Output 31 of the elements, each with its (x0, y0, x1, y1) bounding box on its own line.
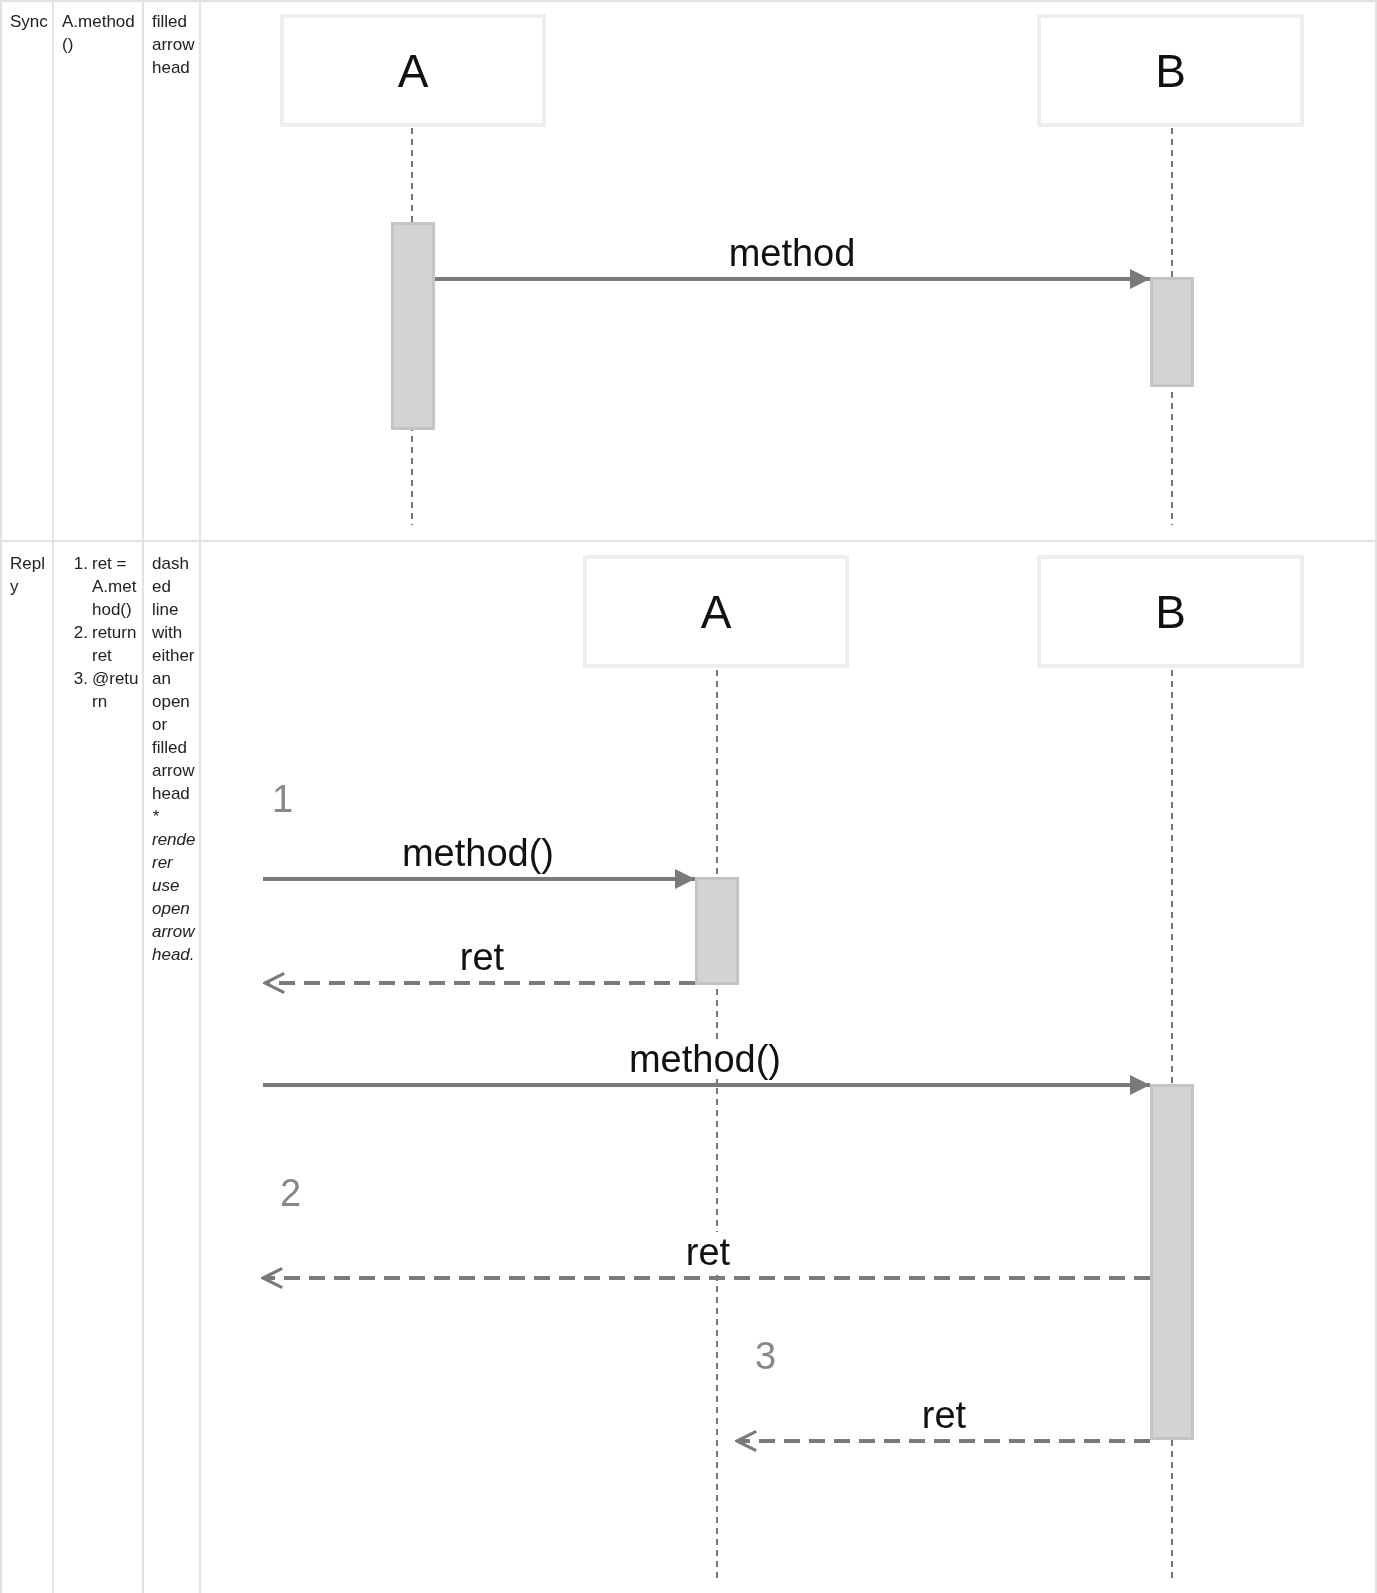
step-number: 2 (280, 1172, 302, 1215)
list-number: 1. (72, 553, 88, 575)
participant-name: B (1155, 584, 1186, 639)
participant-box (1037, 14, 1304, 127)
table-cell-text: * renderer use open arrowhead. (152, 806, 196, 966)
participant-name: B (1155, 43, 1186, 98)
return-arrow (735, 1429, 1150, 1453)
activation-bar (1150, 1084, 1194, 1440)
return-arrow (263, 971, 695, 995)
list-number: 2. (72, 622, 88, 644)
list-number: 3. (72, 668, 88, 690)
table-cell-text: A.method() (62, 11, 136, 56)
list-item: @return (92, 668, 140, 713)
participant-box (280, 14, 546, 127)
table-cell-text: dashed line with either an open or filled arrowhead (152, 553, 196, 805)
table-cell-text: Sync (10, 11, 49, 33)
message-arrow (263, 869, 695, 889)
message-arrow (435, 269, 1150, 289)
return-arrow (261, 1266, 1150, 1290)
activation-bar (1150, 277, 1194, 387)
list-item: return ret (92, 622, 138, 667)
list-item: ret = A.method() (92, 553, 138, 621)
table-cell-text: filled arrowhead (152, 11, 196, 79)
table-cell-text: Reply (10, 553, 46, 598)
activation-bar (391, 222, 435, 430)
participant-name: A (397, 43, 429, 98)
step-number: 3 (755, 1335, 777, 1378)
step-number: 1 (272, 778, 294, 821)
participant-name: A (700, 584, 732, 639)
activation-bar (695, 877, 739, 985)
message-arrow (263, 1075, 1150, 1095)
